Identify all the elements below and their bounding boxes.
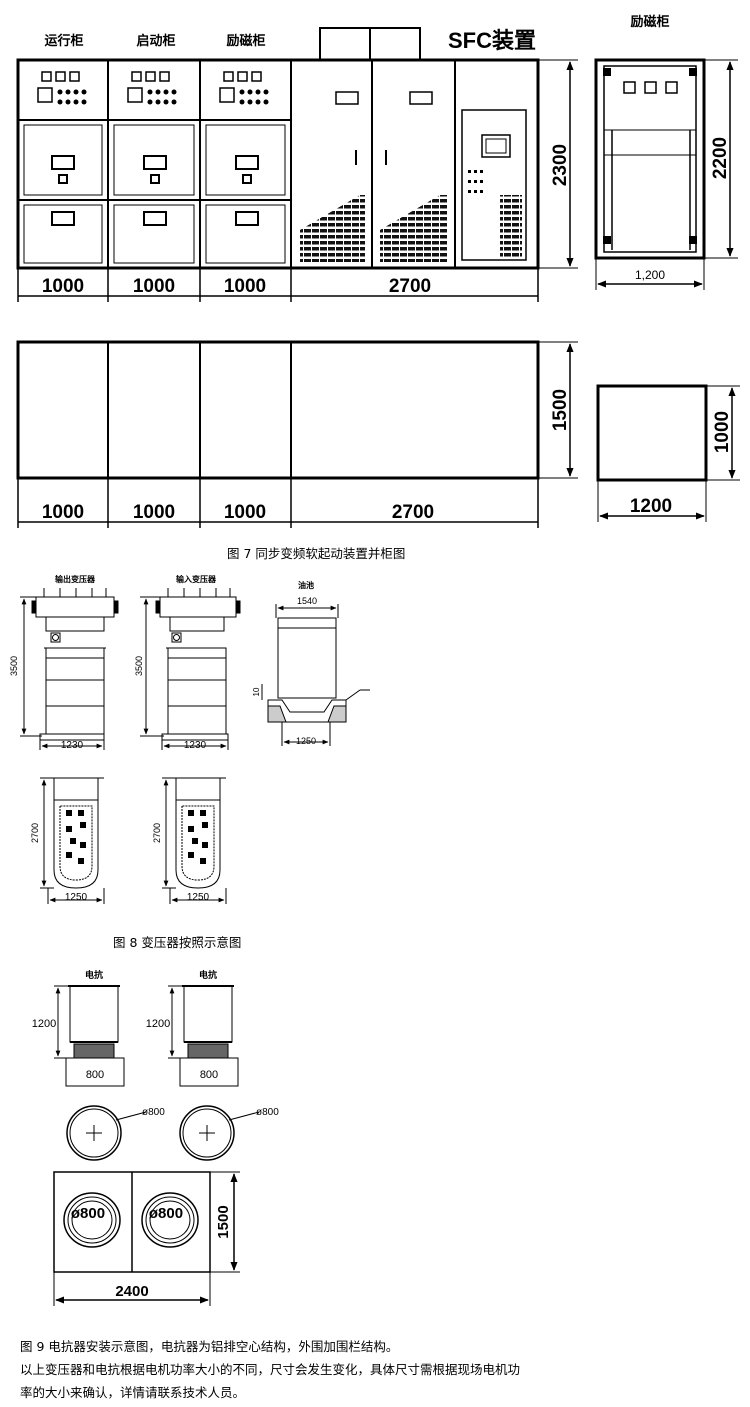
transformer-label-output: 输出变压器	[55, 574, 96, 584]
front-width-4: 2700	[389, 276, 431, 297]
fig7-labels: 运行柜 启动柜 励磁柜 SFC装置 励磁柜 1000 1000 1000 270…	[42, 14, 733, 523]
transformer-label-input: 输入变压器	[176, 574, 217, 584]
fig7-base-plan	[16, 340, 740, 528]
pit-width-bottom: 1250	[296, 736, 316, 746]
fig8-transformer-1	[20, 588, 119, 750]
figure9-caption: 图 9 电抗器安装示意图，电抗器为铝排空心结构，外围加围栏结构。	[20, 1339, 399, 1354]
reactor-label-1: 电抗	[85, 969, 103, 981]
reactor-1-height: 1200	[32, 1018, 56, 1030]
fig9-top-circles	[66, 1105, 260, 1161]
plan-2-width: 1250	[187, 892, 210, 903]
cabinet-label-start: 启动柜	[136, 33, 175, 49]
front-width-2: 1000	[133, 276, 175, 297]
note-line-1: 以上变压器和电抗根据电机功率大小的不同，尺寸会发生变化，具体尺寸需根据现场电机功	[20, 1362, 521, 1377]
fig8-oil-pit	[261, 604, 370, 746]
figure8-caption: 图 8 变压器按照示意图	[113, 935, 242, 950]
plan-1-depth: 2700	[30, 823, 40, 843]
transformer-1-height: 3500	[9, 656, 19, 676]
fig9-reactor-2	[168, 985, 239, 1087]
base-depth: 1500	[550, 389, 571, 431]
cabinet-label-run: 运行柜	[44, 33, 83, 49]
plan-2-depth: 2700	[152, 823, 162, 843]
fig9-labels: 电抗 电抗 1200 1200 800 800 ø800 ø800 ø800 ø…	[32, 969, 279, 1300]
base-diameter-2: ø800	[149, 1205, 183, 1222]
pit-label: 油池	[298, 580, 314, 590]
fig7-front-view	[16, 27, 578, 302]
plan-1-width: 1250	[65, 892, 88, 903]
base-diameter-1: ø800	[71, 1205, 105, 1222]
diameter-label-2: ø800	[256, 1107, 279, 1118]
front-width-3: 1000	[224, 276, 266, 297]
side-base-width: 1200	[630, 496, 672, 517]
transformer-2-height: 3500	[134, 656, 144, 676]
fig9-reactor-1	[54, 985, 125, 1087]
fig8-plan-1	[40, 777, 105, 904]
base-width-2: 1000	[133, 502, 175, 523]
fig7-side-cabinet	[594, 58, 738, 290]
front-height: 2300	[550, 144, 571, 186]
fig9-base-width: 2400	[115, 1283, 148, 1300]
base-width-3: 1000	[224, 502, 266, 523]
fig8-plan-2	[162, 777, 227, 904]
side-cabinet-label: 励磁柜	[630, 14, 669, 30]
figure7-caption: 图 7 同步变频软起动装置并柜图	[227, 546, 406, 561]
pit-depth: 10	[252, 687, 261, 696]
transformer-1-width: 1230	[61, 740, 84, 751]
side-width: 1,200	[635, 268, 665, 282]
cabinet-label-excitation: 励磁柜	[226, 33, 265, 49]
pit-width-top: 1540	[297, 596, 317, 606]
transformer-2-width: 1230	[184, 740, 207, 751]
fig8-transformer-2	[140, 588, 241, 750]
base-width-1: 1000	[42, 502, 84, 523]
base-width-4: 2700	[392, 502, 434, 523]
side-base-height: 1000	[712, 411, 733, 453]
reactor-label-2: 电抗	[199, 969, 217, 981]
front-width-1: 1000	[42, 276, 84, 297]
side-height: 2200	[710, 137, 731, 179]
fig8-labels: 输出变压器 输入变压器 油池 3500 3500 1230 1230 1540 …	[9, 574, 317, 903]
fig9-base-plan	[53, 1171, 240, 1306]
diameter-label-1: ø800	[142, 1107, 165, 1118]
note-line-2: 率的大小来确认，详情请联系技术人员。	[20, 1385, 246, 1400]
sfc-label: SFC装置	[448, 28, 536, 53]
fig9-base-depth: 1500	[215, 1205, 232, 1238]
reactor-2-height: 1200	[146, 1018, 170, 1030]
reactor-1-width: 800	[86, 1069, 104, 1081]
reactor-2-width: 800	[200, 1069, 218, 1081]
